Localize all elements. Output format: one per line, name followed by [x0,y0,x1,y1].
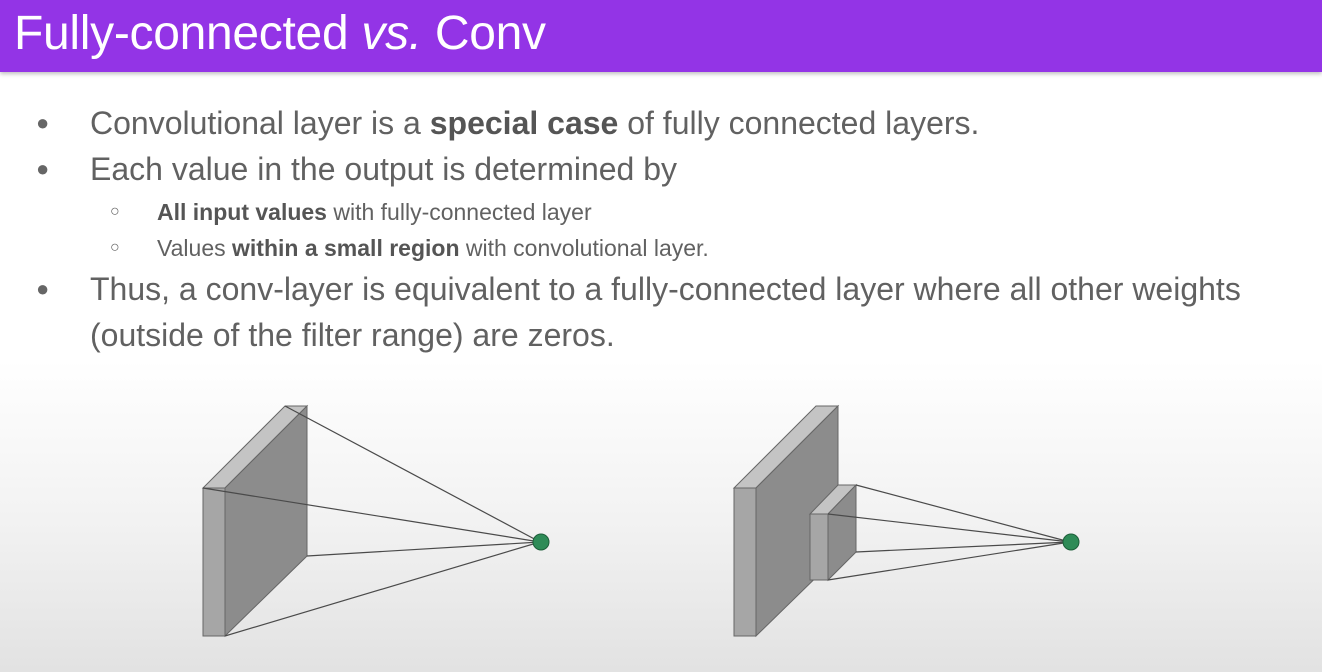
bullet-text: Convolutional layer is a [90,105,430,141]
input-slab-front [733,487,757,637]
fully-connected-diagram [201,404,550,638]
page-title: Fully-connected vs. Conv [14,6,546,61]
connection-line [306,541,541,557]
bullet-text: Each value in the output is determined b… [90,151,678,187]
connection-line [827,513,1071,543]
bullet-each-value: Each value in the output is determined b… [36,146,678,192]
bullet-thus: Thus, a conv-layer is equivalent to a fu… [36,266,1302,358]
bullet-text: Thus, a conv-layer is equivalent to a fu… [90,271,1241,353]
convolutional-diagram [732,404,1080,638]
subbullet-text: with convolutional layer. [459,235,709,261]
subbullet-text: with fully-connected layer [326,199,592,225]
bullet-text: of fully connected layers. [618,105,980,141]
title-part2: Conv [421,7,546,60]
title-italic: vs. [361,7,422,60]
output-neuron [532,533,550,551]
connection-line [827,541,1071,581]
title-part1: Fully-connected [14,7,362,60]
connection-line [855,541,1071,553]
filter-block-front [809,513,829,581]
subbullet-bold-text: within a small region [232,235,460,261]
title-bar: Fully-connected vs. Conv [0,0,1322,72]
subbullet-bold-text: All input values [157,199,327,225]
bullet-bold-text: special case [429,105,619,141]
connection-line [855,484,1071,543]
subbullet-text: Values [157,235,233,261]
subbullet-convolutional: Values within a small region with convol… [110,232,709,264]
output-neuron [1062,533,1080,551]
subbullet-fully-connected: All input values with fully-connected la… [110,196,592,228]
input-slab-front [202,487,226,637]
connection-line [224,541,541,637]
connection-line [284,405,541,543]
bullet-special-case: Convolutional layer is a special case of… [36,100,1310,146]
connection-line [202,487,541,543]
